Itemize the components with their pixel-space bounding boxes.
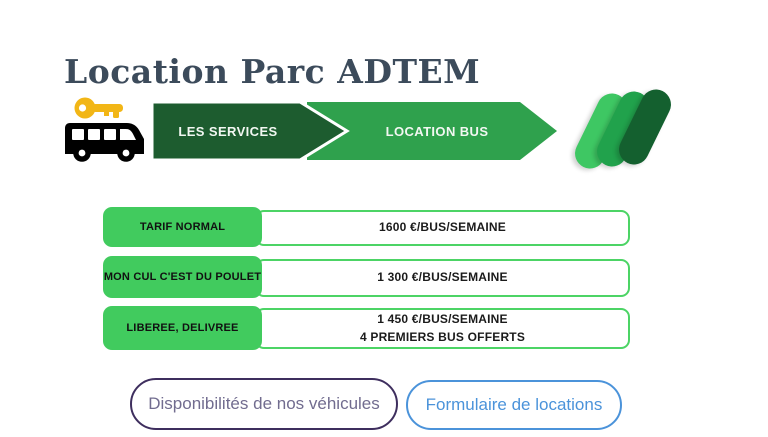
price-value: 1 450 €/BUS/SEMAINE [377, 312, 508, 327]
price-row-label: MON CUL C'EST DU POULET [103, 256, 262, 298]
breadcrumb-step-location-bus-label: LOCATION BUS [386, 124, 489, 139]
breadcrumb-banner: LES SERVICES LOCATION BUS [150, 100, 557, 162]
key-icon [74, 97, 123, 119]
price-value-secondary: 4 PREMIERS BUS OFFERTS [359, 329, 526, 344]
availability-button[interactable]: Disponibilités de nos véhicules [130, 378, 398, 430]
price-row-value-box: 1 300 €/BUS/SEMAINE [255, 259, 630, 297]
breadcrumb-step-les-services-label: LES SERVICES [178, 124, 277, 139]
bus-icon [65, 123, 144, 162]
price-row-label: TARIF NORMAL [103, 207, 262, 247]
logo-capsules-icon [569, 84, 694, 174]
page-title: Location Parc ADTEM [64, 52, 481, 92]
bus-key-icon [65, 97, 144, 162]
breadcrumb-step-location-bus[interactable] [307, 102, 557, 160]
price-value: 1 300 €/BUS/SEMAINE [377, 270, 508, 285]
price-row-label: LIBEREE, DELIVREE [103, 306, 262, 350]
price-row-value-box: 1600 €/BUS/SEMAINE [255, 210, 630, 246]
price-row-value-box: 1 450 €/BUS/SEMAINE 4 PREMIERS BUS OFFER… [255, 308, 630, 349]
rental-form-button[interactable]: Formulaire de locations [406, 380, 622, 430]
breadcrumb-step-les-services[interactable] [150, 100, 350, 162]
price-value: 1600 €/BUS/SEMAINE [379, 220, 506, 235]
